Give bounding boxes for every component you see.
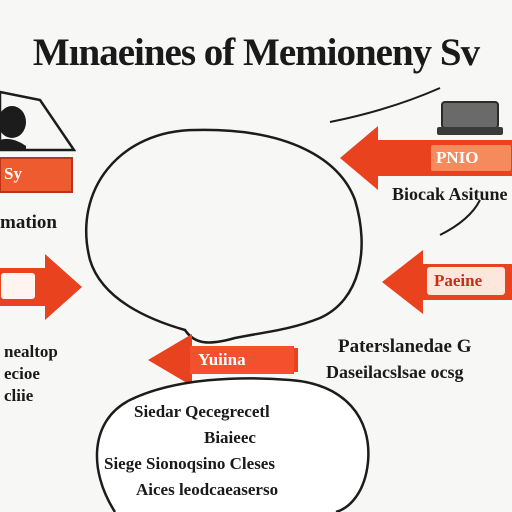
bubble-line-2: Biaieec — [204, 428, 256, 447]
right-connector — [439, 199, 481, 236]
center-arrow-label: Yuiina — [198, 350, 246, 369]
left-bottom-line-1: nealtop — [4, 342, 58, 361]
left-middle-text: mation — [0, 212, 57, 233]
left-bottom-line-2: ecioe — [4, 364, 40, 383]
left-top-label-box — [0, 157, 73, 193]
thought-bubble — [95, 377, 370, 512]
right-top-caption: Biocak Asitune — [392, 184, 508, 204]
page-title: Mınaeines of Memioneny Sv — [32, 31, 480, 74]
bubble-line-4: Aices leodcaeaserso — [136, 480, 279, 499]
right-top-arrow-label: PNIO — [436, 148, 479, 167]
connector-curve — [329, 87, 441, 123]
right-bottom-line-2: Daseilacslsae ocsg — [326, 362, 464, 382]
left-middle-arrow — [0, 254, 82, 320]
bubble-line-3: Siege Sionoqsino Cleses — [104, 454, 275, 473]
left-bottom-line-3: cliie — [4, 386, 34, 405]
head-outline — [85, 128, 363, 344]
bubble-line-1: Siedar Qecegrecetl — [134, 402, 270, 421]
laptop-icon — [437, 101, 503, 135]
right-middle-arrow — [382, 250, 512, 314]
left-top-arrow-label: Sy — [4, 164, 22, 183]
right-top-arrow — [340, 126, 512, 190]
person-silhouette-icon — [0, 90, 77, 152]
right-middle-arrow-label: Paeine — [434, 271, 483, 290]
right-bottom-line-1: Paterslanedae G — [338, 336, 472, 357]
center-arrow — [148, 334, 298, 386]
